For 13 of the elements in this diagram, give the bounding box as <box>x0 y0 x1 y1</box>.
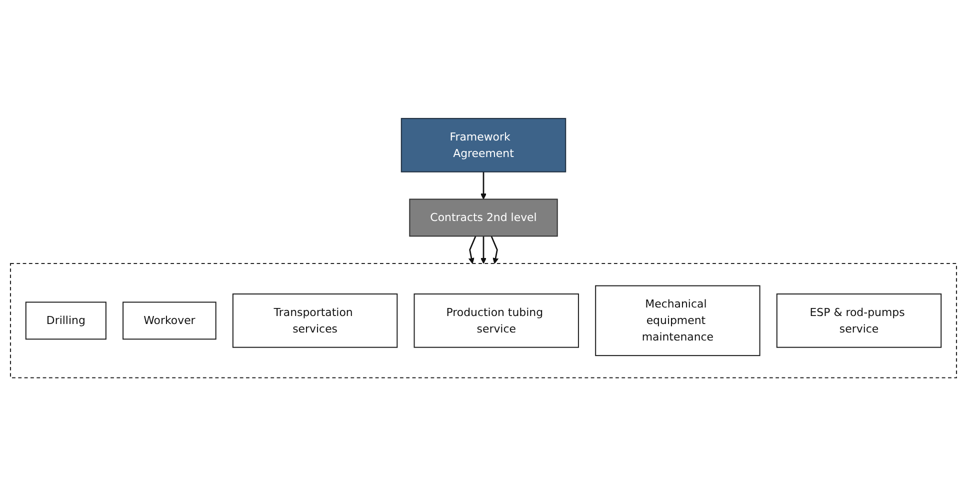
arrow <box>480 172 486 200</box>
node-box: Mechanical equipment maintenance <box>595 285 760 356</box>
cluster <box>10 262 958 378</box>
node-box: Contracts 2nd level <box>409 198 558 237</box>
node-box: Workover <box>122 302 216 340</box>
node-box: Framework Agreement <box>400 118 566 172</box>
arrow <box>480 236 486 264</box>
node-box: Production tubing service <box>414 293 579 348</box>
node-box: ESP & rod-pumps service <box>776 293 942 348</box>
arrow <box>468 236 476 264</box>
arrow <box>490 236 499 264</box>
node-box: Drilling <box>25 302 106 340</box>
node-box: Transportation services <box>232 293 398 348</box>
